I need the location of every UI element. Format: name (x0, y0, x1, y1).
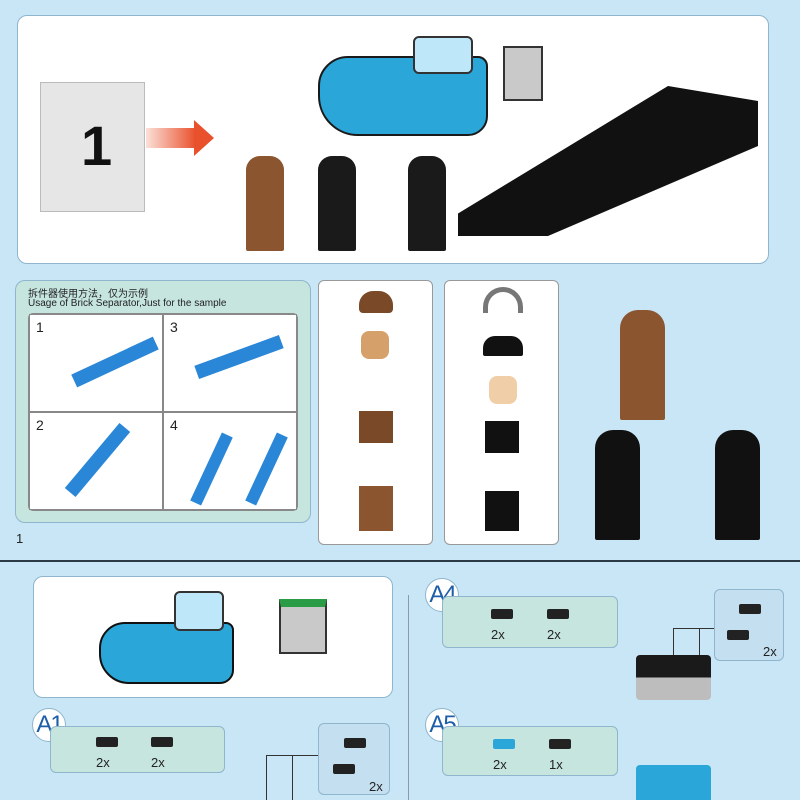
parts-list-a1: 2x 2x (50, 726, 225, 773)
separator-tool (64, 422, 131, 498)
sub-part (739, 604, 761, 614)
separator-title-en: Usage of Brick Separator,Just for the sa… (28, 298, 227, 309)
safe-model (503, 46, 543, 101)
separator-tool (194, 335, 284, 379)
legs-part (359, 486, 393, 531)
safe-model (279, 599, 327, 654)
minifig-police-2 (408, 156, 446, 251)
part-slope-blue (493, 739, 515, 749)
parts-bag: 1 (40, 82, 145, 212)
legs-part (485, 491, 519, 531)
jet-ski-model (99, 622, 234, 684)
arrow-right-icon (146, 128, 196, 148)
minifig-breakdown-police (444, 280, 559, 545)
sub-qty: 2x (369, 779, 383, 794)
parts-list-a4: 2x 2x (442, 596, 618, 648)
separator-step: 3 (163, 314, 297, 412)
separator-step: 1 (29, 314, 163, 412)
build-preview-panel (33, 576, 393, 698)
black-vehicle-model (458, 86, 758, 236)
sub-part (727, 630, 749, 640)
part-qty: 2x (151, 755, 165, 770)
sub-part (344, 738, 366, 748)
arrow-head-icon (194, 120, 214, 156)
windshield (413, 36, 473, 74)
sub-qty: 2x (763, 644, 777, 659)
hair-part (359, 291, 393, 313)
part-plate-clip (151, 737, 173, 747)
part-qty: 2x (491, 627, 505, 642)
minifig-villain (246, 156, 284, 251)
sub-assembly-a4: 2x (714, 589, 784, 661)
separator-tool (71, 336, 159, 388)
assembly-model-a4 (636, 655, 711, 700)
part-plate-1x2 (549, 739, 571, 749)
bag-number: 1 (81, 114, 113, 177)
minifig-breakdown-villain (318, 280, 433, 545)
headphones-part (483, 287, 523, 313)
part-qty: 1x (549, 757, 563, 772)
separator-tool (190, 432, 233, 506)
cap-part (483, 336, 523, 356)
part-qty: 2x (493, 757, 507, 772)
part-plate-clip (547, 609, 569, 619)
overview-panel: 1 (17, 15, 769, 264)
connector-line (699, 628, 700, 658)
sub-part (333, 764, 355, 774)
part-qty: 2x (96, 755, 110, 770)
torso-part (485, 421, 519, 453)
sub-assembly-a1: 2x (318, 723, 390, 795)
column-divider (408, 595, 409, 800)
section-divider (0, 560, 800, 562)
minifig-police-assembled-1 (595, 430, 640, 540)
separator-tool (245, 432, 288, 506)
assembly-model-a5 (636, 765, 711, 800)
minifig-police-1 (318, 156, 356, 251)
minifig-police-assembled-2 (715, 430, 760, 540)
separator-step: 4 (163, 412, 297, 510)
part-qty: 2x (547, 627, 561, 642)
separator-title-cn: 拆件器使用方法，仅为示例 (28, 289, 148, 300)
page-number: 1 (16, 531, 24, 546)
separator-steps-grid: 1 3 2 4 (28, 313, 298, 511)
part-plate-1x2 (491, 609, 513, 619)
parts-list-a5: 2x 1x (442, 726, 618, 776)
head-part (361, 331, 389, 359)
part-plate-1x2 (96, 737, 118, 747)
minifig-villain-assembled (620, 310, 665, 420)
connector-line (673, 628, 714, 658)
torso-part (359, 411, 393, 443)
connector-line (292, 755, 293, 800)
head-part (489, 376, 517, 404)
separator-step: 2 (29, 412, 163, 510)
windshield (174, 591, 224, 631)
brick-separator-panel: 拆件器使用方法，仅为示例 Usage of Brick Separator,Ju… (15, 280, 311, 523)
